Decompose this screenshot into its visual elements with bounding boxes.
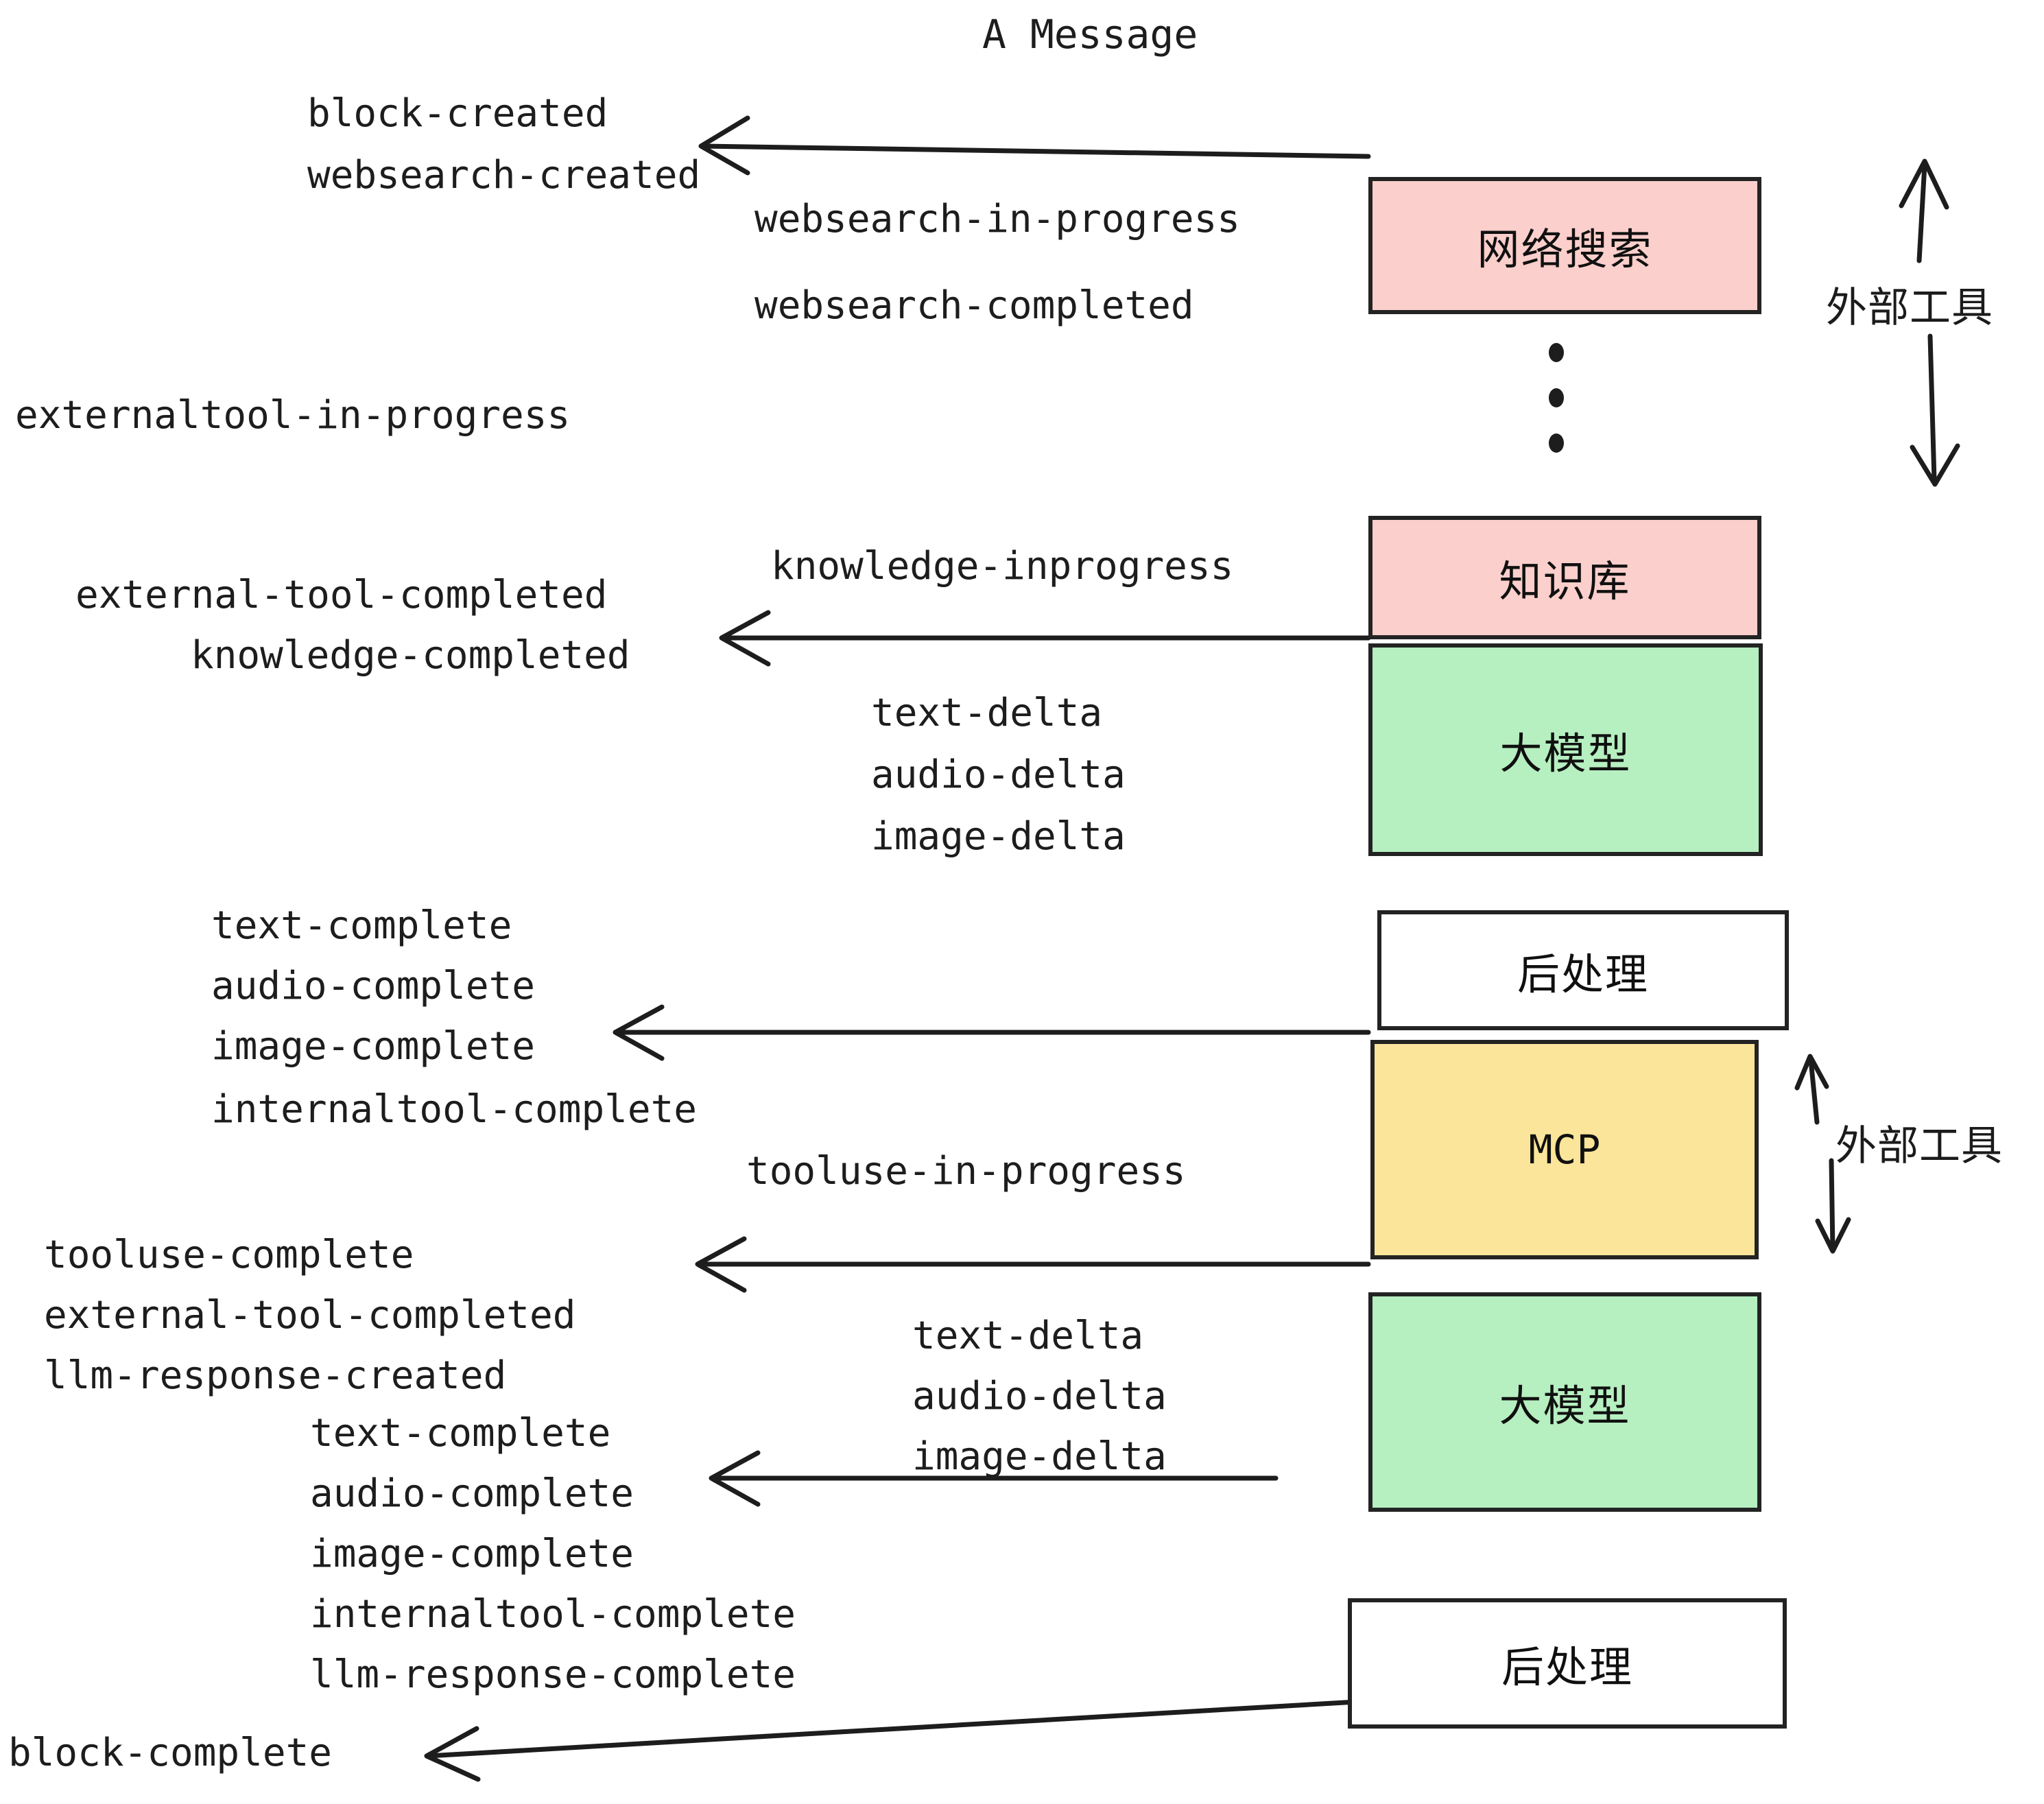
event-internaltool-complete-2: internaltool-complete	[310, 1592, 796, 1637]
event-audio-complete-2: audio-complete	[310, 1471, 634, 1516]
event-llm-response-created: llm-response-created	[44, 1353, 507, 1398]
event-text-delta-2: text-delta	[912, 1314, 1144, 1358]
event-knowledge-inprogress: knowledge-inprogress	[771, 544, 1234, 589]
vertical-ellipsis-icon	[1549, 343, 1564, 479]
event-llm-response-complete: llm-response-complete	[310, 1652, 796, 1697]
box-llm-bottom-label: 大模型	[1499, 1381, 1631, 1431]
box-knowledge-label: 知识库	[1499, 556, 1631, 606]
event-external-tool-completed-2: external-tool-completed	[44, 1293, 576, 1338]
page-title: A Message	[982, 11, 1198, 58]
box-llm-top-label: 大模型	[1499, 728, 1632, 779]
event-websearch-completed: websearch-completed	[754, 283, 1194, 328]
box-mcp-label: MCP	[1528, 1126, 1601, 1173]
event-image-complete-1: image-complete	[211, 1024, 536, 1069]
event-audio-complete-1: audio-complete	[211, 964, 536, 1008]
event-image-delta-1: image-delta	[871, 814, 1126, 859]
side-label-external-tools-top: 外部工具	[1826, 284, 1993, 332]
event-websearch-created: websearch-created	[307, 153, 701, 198]
event-text-complete-2: text-complete	[310, 1411, 611, 1456]
event-audio-delta-1: audio-delta	[871, 752, 1126, 797]
event-externaltool-in-progress: externaltool-in-progress	[15, 393, 571, 438]
event-knowledge-completed: knowledge-completed	[191, 633, 630, 678]
event-websearch-in-progress: websearch-in-progress	[754, 197, 1241, 241]
event-tooluse-in-progress: tooluse-in-progress	[746, 1149, 1186, 1194]
box-websearch-label: 网络搜索	[1477, 224, 1653, 274]
event-text-complete-1: text-complete	[211, 903, 512, 948]
event-block-created: block-created	[307, 91, 608, 136]
event-audio-delta-2: audio-delta	[912, 1374, 1167, 1419]
box-postprocess-bottom[interactable]: 后处理	[1348, 1598, 1787, 1729]
box-postprocess-bottom-label: 后处理	[1501, 1642, 1633, 1692]
box-postprocess-top[interactable]: 后处理	[1377, 910, 1789, 1030]
event-block-complete: block-complete	[8, 1731, 333, 1775]
event-image-delta-2: image-delta	[912, 1434, 1167, 1479]
box-mcp[interactable]: MCP	[1370, 1040, 1759, 1259]
event-tooluse-complete: tooluse-complete	[44, 1233, 414, 1277]
event-text-delta-1: text-delta	[871, 691, 1103, 735]
box-llm-bottom[interactable]: 大模型	[1368, 1292, 1761, 1512]
box-knowledge[interactable]: 知识库	[1368, 516, 1761, 639]
event-internaltool-complete-1: internaltool-complete	[211, 1087, 698, 1132]
box-llm-top[interactable]: 大模型	[1368, 643, 1763, 856]
event-image-complete-2: image-complete	[310, 1532, 634, 1576]
box-websearch[interactable]: 网络搜索	[1368, 177, 1761, 314]
box-postprocess-top-label: 后处理	[1517, 949, 1649, 999]
side-label-external-tools-bottom: 外部工具	[1835, 1122, 2003, 1170]
event-external-tool-completed-1: external-tool-completed	[75, 573, 608, 617]
